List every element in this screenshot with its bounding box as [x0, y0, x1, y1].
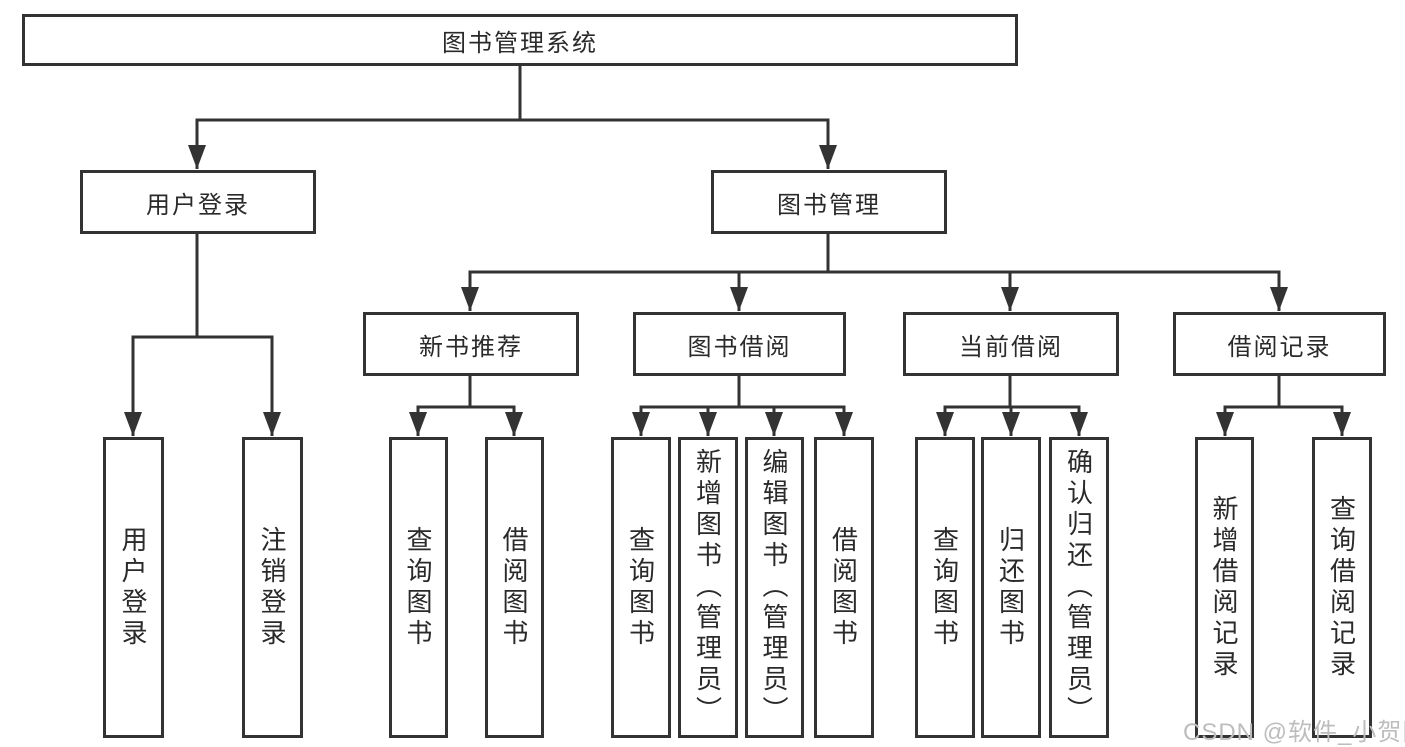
watermark: CSDN @软件_小贺同学: [1183, 719, 1405, 746]
node-borrowing-records: 借阅记录: [1173, 312, 1386, 376]
leaf-confirm-return-admin: 确认归还（管理员）: [1049, 437, 1109, 738]
leaf-return-books-label: 归还图书: [995, 525, 1026, 650]
leaf-query-books-recommend: 查询图书: [389, 437, 448, 738]
leaf-query-books-borrowing: 查询图书: [611, 437, 671, 738]
node-current-borrowing-label: 当前借阅: [959, 333, 1063, 361]
leaf-borrow-books-label: 借阅图书: [828, 525, 859, 650]
node-borrowing-records-label: 借阅记录: [1227, 333, 1332, 361]
leaf-borrow-books: 借阅图书: [814, 437, 874, 738]
leaf-logout: 注销登录: [242, 437, 303, 738]
leaf-user-login: 用户登录: [103, 437, 164, 738]
leaf-confirm-return-admin-label: 确认归还（管理员）: [1063, 448, 1094, 727]
node-book-management: 图书管理: [711, 170, 947, 234]
node-user-login-label: 用户登录: [146, 191, 250, 219]
leaf-add-books-admin-label: 新增图书（管理员）: [692, 448, 723, 727]
node-new-book-recommend-label: 新书推荐: [419, 333, 523, 361]
leaf-borrow-books-recommend-label: 借阅图书: [499, 525, 529, 650]
leaf-return-books: 归还图书: [981, 437, 1041, 738]
node-current-borrowing: 当前借阅: [903, 312, 1119, 376]
leaf-add-books-admin: 新增图书（管理员）: [678, 437, 738, 738]
leaf-user-login-label: 用户登录: [118, 525, 148, 650]
node-user-login: 用户登录: [80, 170, 316, 234]
leaf-add-borrow-record: 新增借阅记录: [1195, 437, 1254, 738]
leaf-query-borrow-record-label: 查询借阅记录: [1326, 494, 1357, 681]
leaf-add-borrow-record-label: 新增借阅记录: [1209, 494, 1239, 681]
node-book-borrowing: 图书借阅: [633, 312, 846, 376]
node-book-borrowing-label: 图书借阅: [687, 333, 792, 361]
leaf-logout-label: 注销登录: [257, 525, 287, 650]
node-root-system: 图书管理系统: [22, 14, 1018, 66]
leaf-query-books-recommend-label: 查询图书: [403, 525, 433, 650]
node-book-management-label: 图书管理: [777, 191, 881, 219]
node-root-label: 图书管理系统: [442, 29, 598, 57]
leaf-query-books-borrowing-label: 查询图书: [625, 525, 656, 650]
leaf-edit-books-admin: 编辑图书（管理员）: [745, 437, 804, 738]
node-new-book-recommend: 新书推荐: [363, 312, 579, 376]
leaf-borrow-books-recommend: 借阅图书: [485, 437, 544, 738]
leaf-edit-books-admin-label: 编辑图书（管理员）: [759, 448, 789, 727]
leaf-query-books-current-label: 查询图书: [929, 525, 960, 650]
leaf-query-borrow-record: 查询借阅记录: [1312, 437, 1372, 738]
leaf-query-books-current: 查询图书: [915, 437, 975, 738]
